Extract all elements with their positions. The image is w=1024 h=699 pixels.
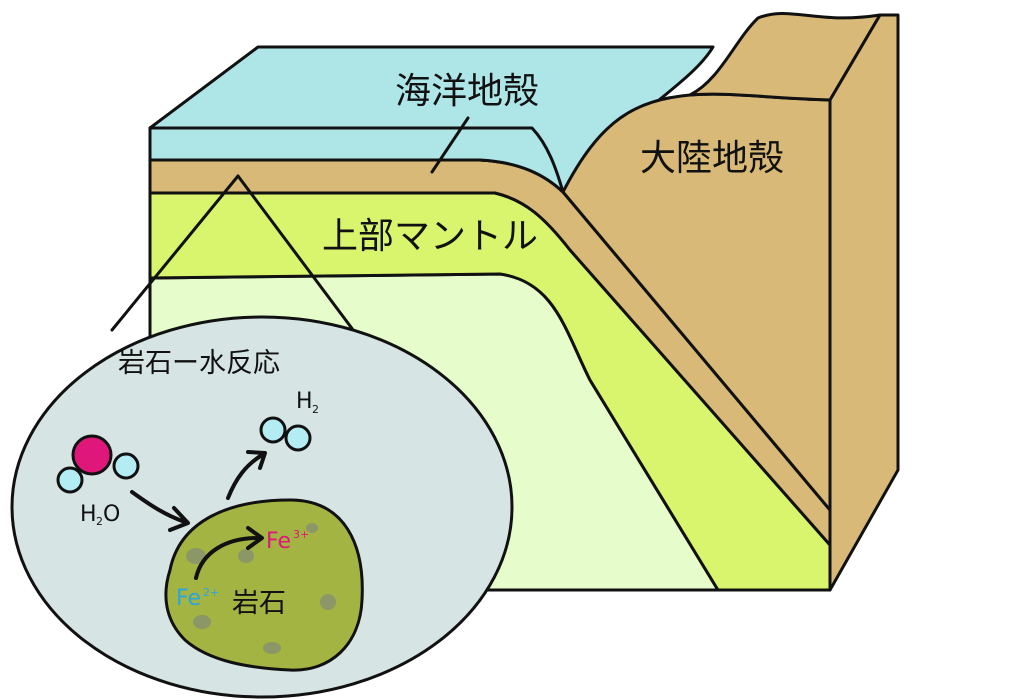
arrow-head <box>246 526 264 550</box>
upper-mantle-label: 上部マントル <box>322 216 538 257</box>
h2o-molecule <box>56 434 140 494</box>
rock <box>164 498 364 672</box>
fe2-label: Fe 2+ <box>176 586 219 611</box>
rock-spots <box>186 523 336 654</box>
rock-spot <box>186 548 206 564</box>
h2-h: H <box>296 389 313 414</box>
arrow-head <box>246 450 267 470</box>
oceanic-crust-pointer <box>430 116 470 174</box>
rock-spot <box>193 615 211 629</box>
h2-molecule <box>259 416 312 452</box>
arrow-h2o-to-rock <box>130 490 187 524</box>
continental-crust-label: 大陸地殻 <box>640 138 784 179</box>
h2o-formula: H 2 O <box>80 502 120 528</box>
hydrogen-atom <box>259 416 287 444</box>
zoom-line-left <box>110 174 240 332</box>
fe3-charge: 3+ <box>293 528 309 541</box>
fe3-symbol: Fe <box>266 529 291 554</box>
h2o-h: H <box>80 502 97 527</box>
oxygen-atom <box>71 434 113 476</box>
rock-spot <box>320 594 336 610</box>
rock-spot <box>263 642 281 654</box>
oceanic-crust-label: 海洋地殻 <box>395 71 539 112</box>
reaction-title: 岩石ー水反応 <box>118 348 280 379</box>
fe3-label: Fe 3+ <box>266 528 309 554</box>
arrow-rock-to-h2 <box>226 453 264 500</box>
hydrogen-atom <box>112 452 140 480</box>
arrow-fe2-to-fe3 <box>194 536 260 580</box>
h2o-sub: 2 <box>96 515 103 528</box>
h2-sub: 2 <box>312 403 319 416</box>
continent-top <box>688 11 882 102</box>
hydrogen-atom <box>56 466 84 494</box>
hydrogen-atom <box>284 424 312 452</box>
h2o-o: O <box>103 502 120 527</box>
fe2-symbol: Fe <box>176 586 201 611</box>
arrow-head <box>168 506 190 532</box>
rock-label: 岩石 <box>232 588 286 619</box>
h2-formula: H 2 <box>296 389 319 416</box>
fe2-charge: 2+ <box>203 586 219 599</box>
rock-spot <box>238 549 254 563</box>
continent-right-face <box>828 13 900 592</box>
rock-spot <box>306 523 318 533</box>
